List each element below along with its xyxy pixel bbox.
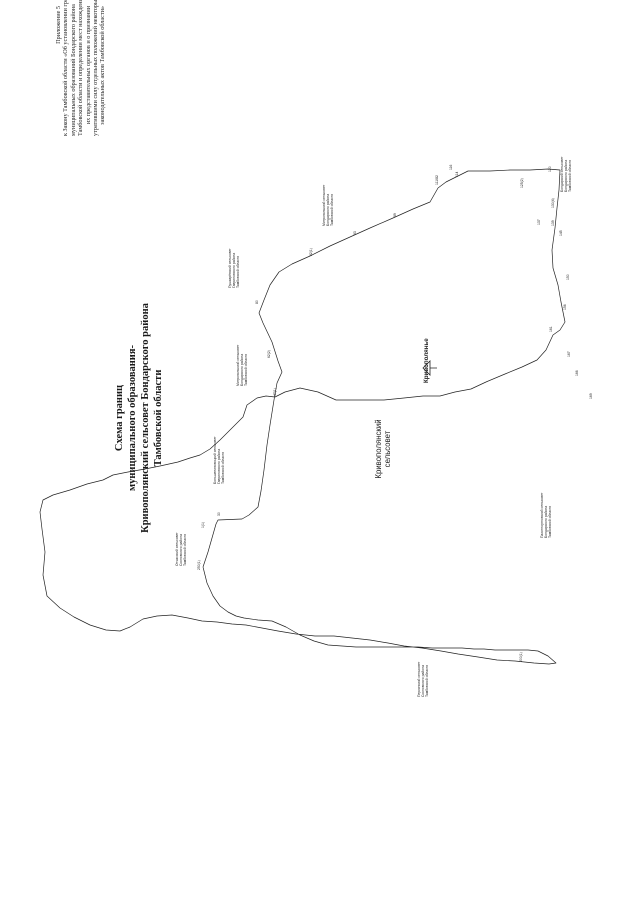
boundary-point-label: 167: [567, 351, 571, 357]
boundary-point-label: 145: [559, 230, 563, 236]
neighbor-otyassky: Отъясский сельсовет Сосновского района Т…: [175, 532, 187, 566]
boundary-point-label: 125(2): [520, 178, 524, 188]
boundary-point-label: 200(1): [519, 652, 523, 662]
main-settlement-label: Кривополянский сельсовет: [374, 404, 392, 494]
boundary-point-label: 116: [449, 164, 453, 170]
boundary-point-label: 30: [217, 512, 221, 516]
neighbor-line: Тамбовской области: [548, 505, 552, 538]
neighbor-line: Тамбовской области: [425, 664, 429, 697]
neighbor-bondarsky: Бондарский сельсовет Бондарского района …: [560, 156, 572, 192]
village-marker: [422, 360, 437, 376]
boundary-point-label: 111/82: [435, 175, 439, 185]
neighbor-pakhotno-uglovsky: Пахотноугловский сельсовет Бондарского р…: [540, 493, 552, 538]
boundary-point-label: 80: [255, 300, 259, 304]
village-marker-icon: [422, 360, 437, 376]
boundary-point-label: 169: [589, 393, 593, 399]
boundary-point-label: 130(4): [551, 198, 555, 208]
boundary-point-label: 83: [353, 231, 357, 235]
boundary-point-label: 137: [537, 219, 541, 225]
boundary-line: [39, 168, 566, 665]
main-label-line: Кривополянский: [374, 419, 383, 479]
boundary-point-label: 150: [566, 274, 570, 280]
boundary-point-label: 156: [563, 304, 567, 310]
boundary-point-label: 120: [548, 166, 552, 172]
neighbor-peresypkinsky: Перкинский сельсовет Сосновского района …: [417, 662, 429, 697]
boundary-point-label: 89: [393, 213, 397, 217]
neighbor-line: Тамбовской области: [221, 451, 225, 484]
boundary-point-label: 250(1): [197, 560, 201, 570]
boundary-point-label: 139: [551, 220, 555, 226]
main-label-line: сельсовет: [383, 430, 392, 468]
boundary-point-label: 82(1): [309, 248, 313, 256]
boundary-point-label: 1(1): [201, 522, 205, 528]
neighbor-line: Тамбовской области: [568, 159, 572, 192]
neighbor-line: Тамбовской области: [236, 255, 240, 288]
neighbor-pushkarevsky: Пушкарёвский сельсовет Гавриловского рай…: [228, 248, 240, 288]
boundary-point-label: 62(2): [267, 350, 271, 358]
boundary-point-label: 114: [455, 171, 459, 177]
neighbor-line: Тамбовской области: [330, 193, 334, 226]
boundary-point-label: 47(1): [273, 388, 277, 396]
neighbor-line: Тамбовской области: [183, 533, 187, 566]
neighbor-bolshelipovitsky: Большелиповицкий сельсовет Гавриловского…: [213, 436, 225, 484]
boundary-point-label: 161: [549, 326, 553, 332]
neighbor-mitropolsky-upper: Митропольский сельсовет Бондарского райо…: [322, 185, 334, 226]
neighbor-line: Тамбовской области: [244, 353, 248, 386]
neighbor-mitropolsky-lower: Митропольский сельсовет Бондарского райо…: [236, 345, 248, 386]
boundary-point-label: 166: [575, 370, 579, 376]
